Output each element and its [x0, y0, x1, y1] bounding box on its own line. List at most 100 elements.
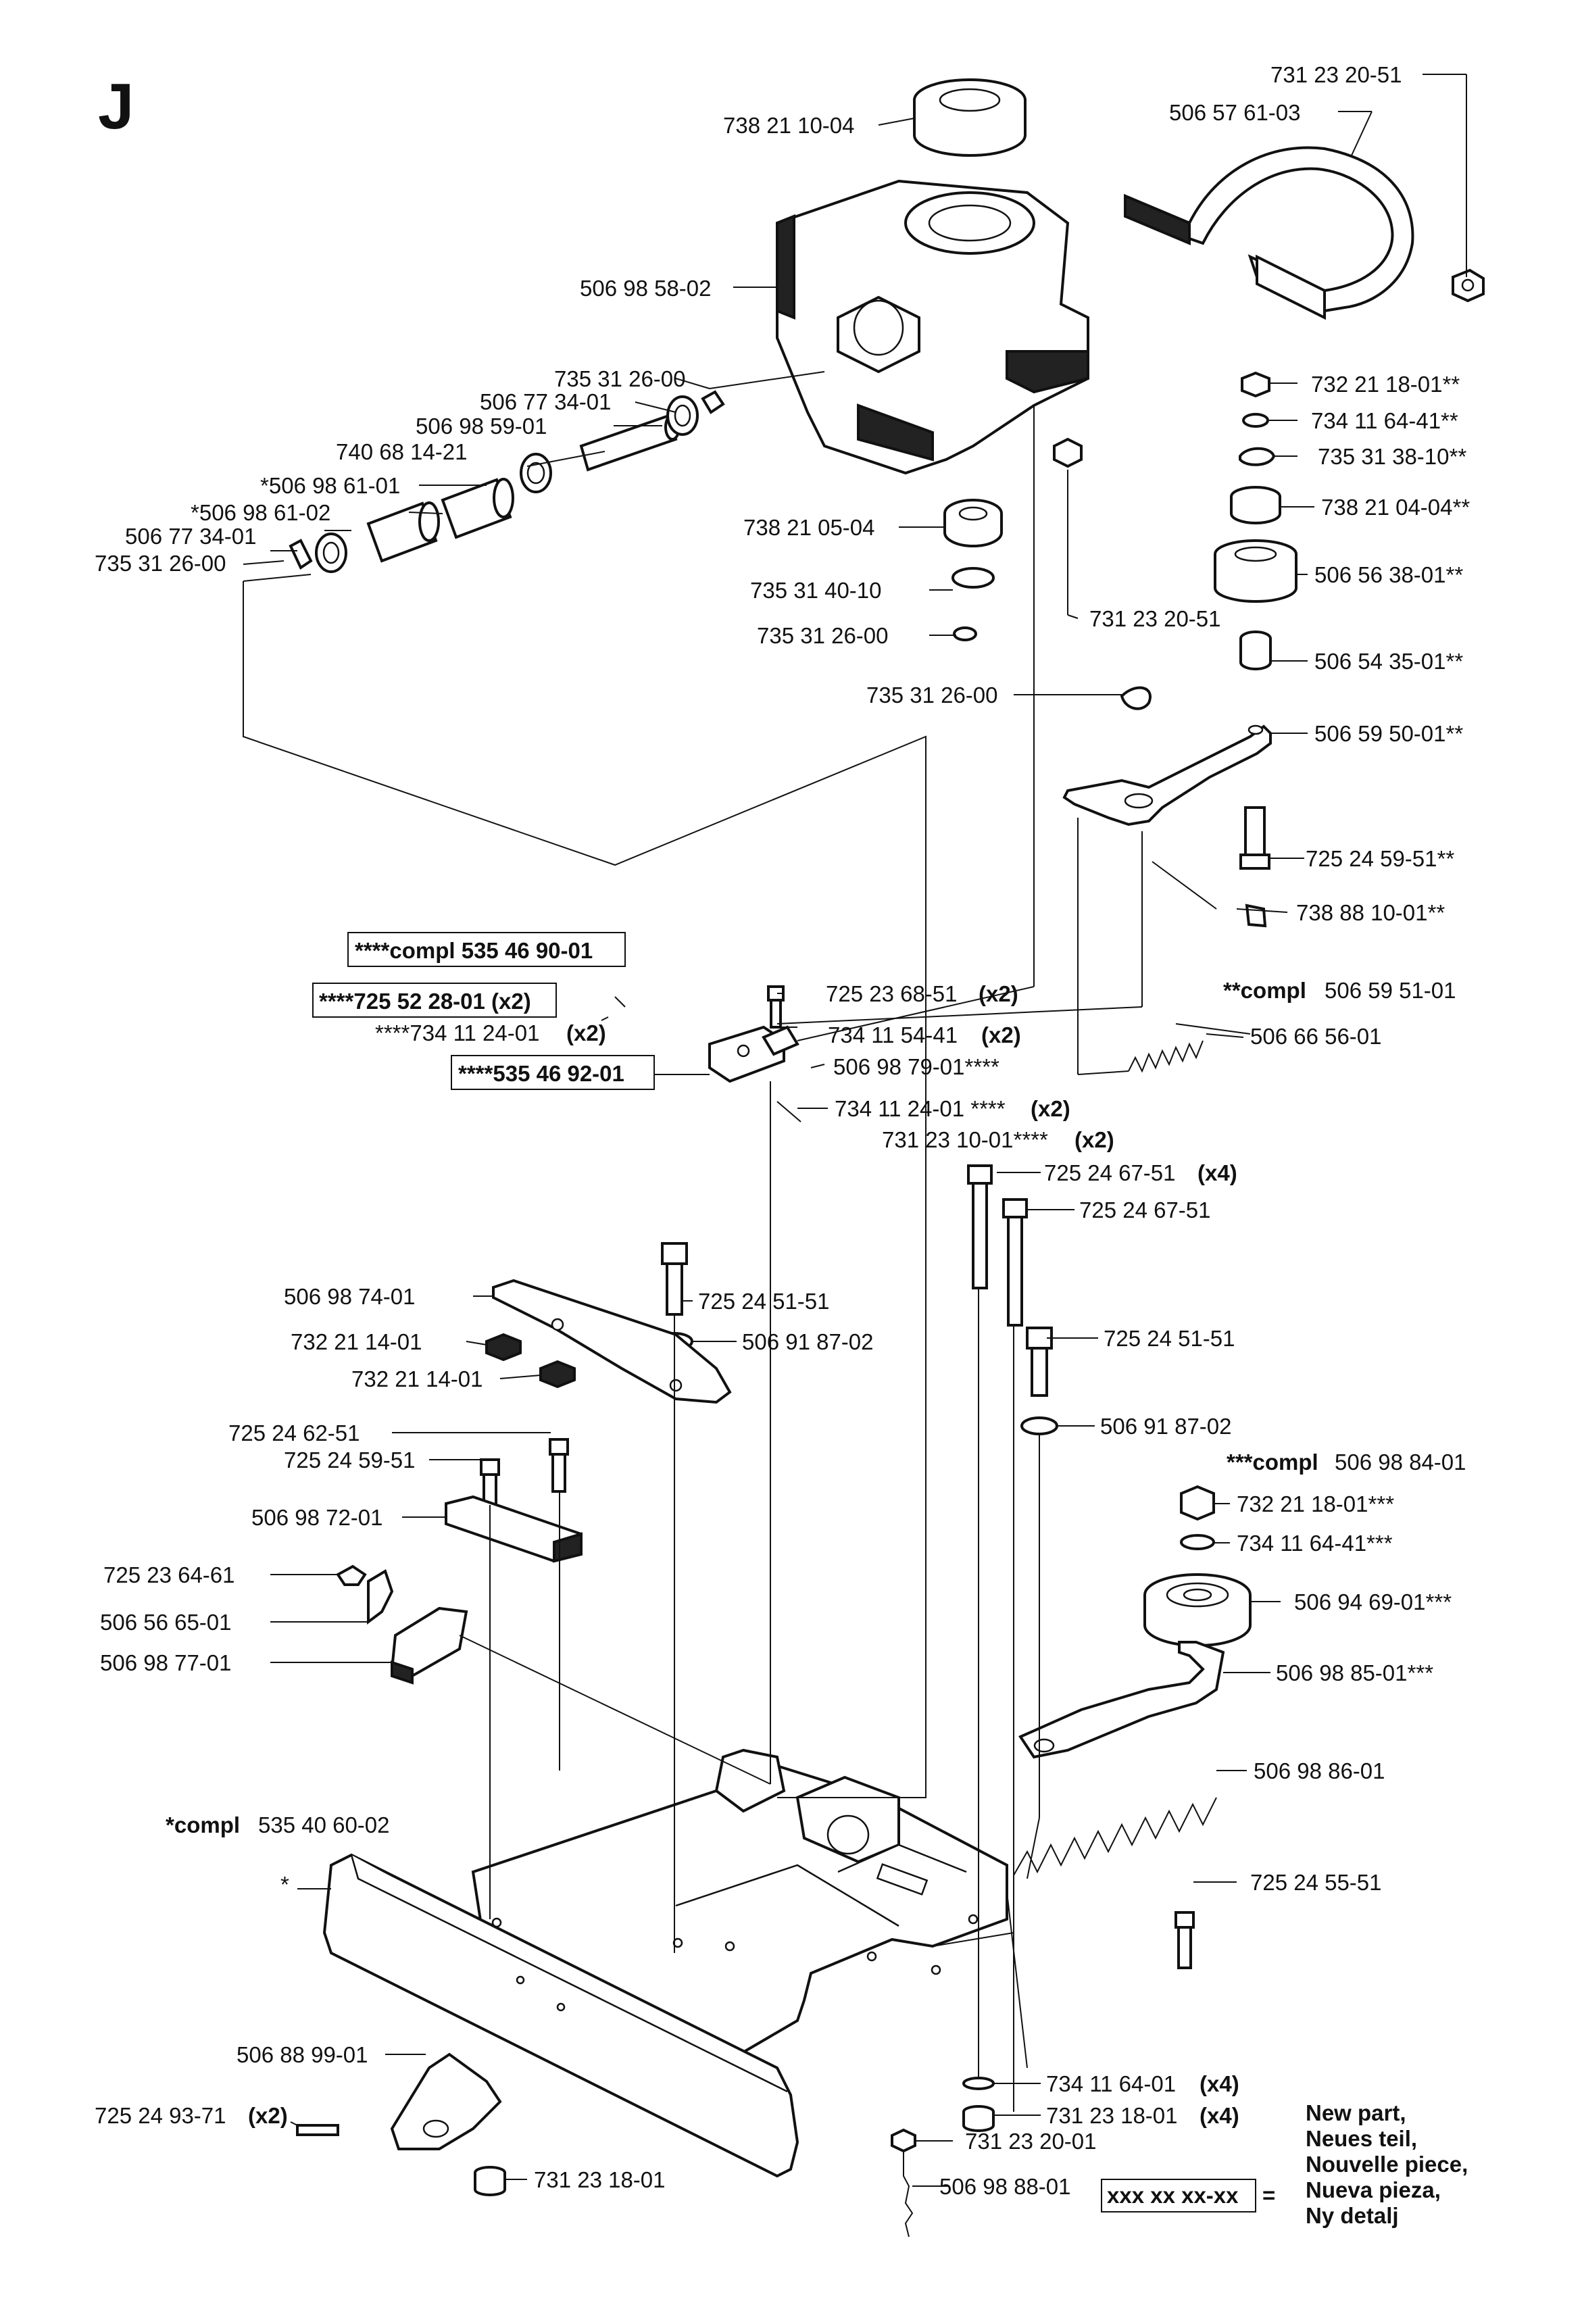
label-734-11-54-41: 734 11 54-41: [828, 1022, 958, 1047]
label-731-23-20-01: 731 23 20-01: [965, 2129, 1097, 2154]
part-drawings: [289, 78, 1485, 2238]
label-506-54-35-01-ss: 506 54 35-01**: [1314, 649, 1463, 674]
label-535-46-92-01: ****535 46 92-01: [458, 1061, 624, 1086]
strap-drawing: [1124, 146, 1414, 320]
label-506-98-58-02: 506 98 58-02: [580, 276, 712, 301]
label-738-88-10-01-ss: 738 88 10-01**: [1296, 900, 1445, 925]
label-506-98-59-01: 506 98 59-01: [416, 414, 547, 439]
legend-equals: =: [1262, 2183, 1275, 2208]
label-734-11-64-41-ss: 734 11 64-41**: [1311, 408, 1458, 433]
label-506-66-56-01: 506 66 56-01: [1250, 1024, 1382, 1049]
label-732-21-14-01-b: 732 21 14-01: [351, 1366, 483, 1391]
label-725-24-62-51: 725 24 62-51: [228, 1420, 360, 1445]
label-725-24-93-71: 725 24 93-71: [95, 2103, 226, 2128]
label-506-56-65-01: 506 56 65-01: [100, 1610, 232, 1635]
legend-line-5: Ny detalj: [1306, 2203, 1399, 2228]
legend-box: [1101, 2179, 1256, 2212]
section-letter: J: [98, 70, 134, 143]
label-506-77-34-01-b: 506 77 34-01: [125, 524, 257, 549]
legend-line-2: Neues teil,: [1306, 2126, 1417, 2151]
label-506-98-74-01: 506 98 74-01: [284, 1284, 416, 1309]
label-506-98-79-01: 506 98 79-01****: [833, 1054, 999, 1079]
arm-drawing: [1018, 1641, 1225, 1759]
label-725-23-64-61: 725 23 64-61: [103, 1562, 235, 1587]
label-x4-a: (x4): [1197, 1160, 1237, 1185]
label-725-23-68-51: 725 23 68-51: [826, 981, 958, 1006]
label-738-21-10-04: 738 21 10-04: [723, 113, 855, 138]
nut-below-housing: [1053, 437, 1083, 468]
label-compl-a-num: 535 40 60-02: [258, 1812, 390, 1837]
label-734-11-64-41-sss: 734 11 64-41***: [1237, 1531, 1393, 1556]
label-725-24-51-51-a: 725 24 51-51: [698, 1289, 830, 1314]
label-506-77-34-01-a: 506 77 34-01: [480, 389, 612, 414]
bracket-left-drawing: [367, 1569, 468, 1685]
label-731-23-20-51-mid: 731 23 20-51: [1089, 606, 1221, 631]
shaft-drawing: [289, 390, 725, 573]
label-731-23-18-01: 731 23 18-01: [534, 2167, 666, 2192]
legend-line-3: Nouvelle piece,: [1306, 2152, 1468, 2177]
label-725-24-67-51: 725 24 67-51: [1079, 1197, 1211, 1222]
label-725-24-55-51: 725 24 55-51: [1250, 1870, 1382, 1895]
leader-lines: [243, 74, 1467, 2187]
label-506-91-87-02-b: 506 91 87-02: [1100, 1414, 1232, 1439]
label-735-31-26-00-d: 735 31 26-00: [866, 683, 998, 708]
label-732-21-14-01-a: 732 21 14-01: [291, 1329, 422, 1354]
label-x2-e: (x2): [1074, 1127, 1114, 1152]
label-506-98-72-01: 506 98 72-01: [251, 1505, 383, 1530]
label-734-11-24-01: 734 11 24-01 ****: [835, 1096, 1006, 1121]
label-732-21-18-01-ss: 732 21 18-01**: [1311, 372, 1460, 397]
label-506-56-38-01-ss: 506 56 38-01**: [1314, 562, 1463, 587]
label-725-24-51-51-b: 725 24 51-51: [1104, 1326, 1235, 1351]
label-x4-c: (x4): [1200, 2103, 1239, 2128]
label-725-24-59-51-ss: 725 24 59-51**: [1306, 846, 1454, 871]
label-506-98-86-01: 506 98 86-01: [1254, 1758, 1385, 1783]
label-x4-b: (x4): [1200, 2071, 1239, 2096]
spring-big-drawing: [1013, 1797, 1217, 1876]
label-735-31-26-00-a: 735 31 26-00: [554, 366, 686, 391]
part-labels: 731 23 20-51 506 57 61-03 738 21 10-04 5…: [95, 62, 1470, 2199]
housing-drawing: [776, 179, 1089, 475]
label-506-98-85-01-sss: 506 98 85-01***: [1276, 1660, 1433, 1685]
label-506-88-99-01: 506 88 99-01: [237, 2042, 368, 2067]
label-compl-c: ***compl: [1227, 1450, 1318, 1475]
label-x2-f: (x2): [248, 2103, 288, 2128]
label-compl-535-46-90-01: ****compl 535 46 90-01: [355, 938, 593, 963]
label-compl-a: *compl: [166, 1812, 240, 1837]
label-506-98-88-01: 506 98 88-01: [939, 2174, 1071, 2199]
label-compl-c-num: 506 98 84-01: [1335, 1450, 1466, 1475]
label-x2-b: (x2): [979, 981, 1018, 1006]
label-x2-a: (x2): [566, 1020, 606, 1045]
lower-bearing-drawing: [943, 499, 1152, 710]
block-drawing: [445, 1495, 583, 1563]
label-506-57-61-03: 506 57 61-03: [1169, 100, 1301, 125]
legend-line-4: Nueva pieza,: [1306, 2177, 1441, 2202]
label-506-98-61-02: *506 98 61-02: [191, 500, 330, 525]
label-740-68-14-21: 740 68 14-21: [336, 439, 468, 464]
label-star: *: [280, 1872, 289, 1897]
label-735-31-38-10-ss: 735 31 38-10**: [1318, 444, 1466, 469]
label-compl-b-num: 506 59 51-01: [1325, 978, 1456, 1003]
label-731-23-20-51-top: 731 23 20-51: [1270, 62, 1402, 87]
label-x2-d: (x2): [1031, 1096, 1070, 1121]
right-stack-drawing: [1062, 371, 1297, 928]
label-738-21-05-04: 738 21 05-04: [743, 515, 875, 540]
label-725-24-67-51-x4: 725 24 67-51: [1044, 1160, 1176, 1185]
legend-line-1: New part,: [1306, 2100, 1406, 2125]
label-725-52-28-01-x2: ****725 52 28-01 (x2): [319, 989, 531, 1014]
label-735-31-26-00-c: 735 31 26-00: [757, 623, 889, 648]
pulley-drawing: [1143, 1485, 1252, 1647]
bolts-drawing: [336, 985, 1195, 1969]
label-506-98-61-01: *506 98 61-01: [260, 473, 400, 498]
label-x2-c: (x2): [981, 1022, 1021, 1047]
label-compl-b: **compl: [1223, 978, 1306, 1003]
legend: xxx xx xx-xx = New part, Neues teil, Nou…: [1101, 2100, 1468, 2228]
label-506-59-50-01-ss: 506 59 50-01**: [1314, 721, 1463, 746]
bracket-small-drawing: [708, 1025, 799, 1083]
label-731-23-10-01: 731 23 10-01****: [882, 1127, 1048, 1152]
hinge-bracket-drawing: [296, 2052, 506, 2196]
lower-right-fasteners: [891, 2077, 995, 2238]
spring-small-drawing: [1128, 1040, 1204, 1073]
label-725-24-59-51: 725 24 59-51: [284, 1448, 416, 1473]
bumper-drawing: [322, 1853, 799, 2178]
